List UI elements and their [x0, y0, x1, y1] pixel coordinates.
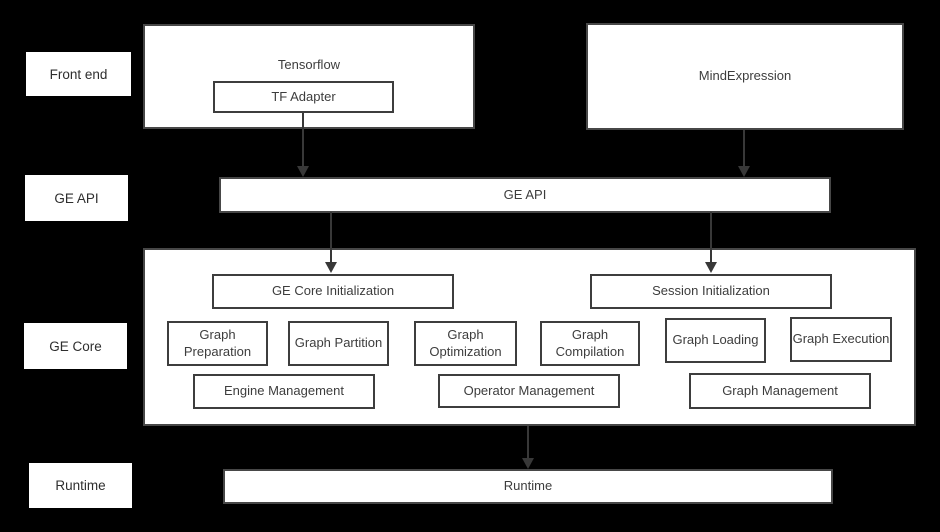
arrow-ge-api-to-session-initialization — [705, 212, 717, 273]
graph-execution-box: Graph Execution — [790, 317, 892, 362]
graph-compilation-box: Graph Compilation — [540, 321, 640, 366]
side-label-ge-core: GE Core — [24, 323, 127, 369]
side-label-runtime: Runtime — [29, 463, 132, 508]
graph-optimization-box: Graph Optimization — [414, 321, 517, 366]
graph-partition-box: Graph Partition — [288, 321, 389, 366]
arrow-ge-api-to-ge-core-initialization — [325, 212, 337, 273]
arrow-ge-core-to-runtime — [522, 426, 534, 469]
arrow-tf-adapter-to-ge-api — [297, 113, 309, 177]
graph-management-box: Graph Management — [689, 373, 871, 409]
mind-expression-box: MindExpression — [586, 23, 904, 130]
graph-preparation-box: Graph Preparation — [167, 321, 268, 366]
arrow-mind-expression-to-ge-api — [738, 130, 750, 177]
tensorflow-box: Tensorflow — [143, 24, 475, 129]
ge-core-initialization-box: GE Core Initialization — [212, 274, 454, 309]
ge-api-bar: GE API — [219, 177, 831, 213]
session-initialization-box: Session Initialization — [590, 274, 832, 309]
tf-adapter-box: TF Adapter — [213, 81, 394, 113]
engine-management-box: Engine Management — [193, 374, 375, 409]
side-label-front-end: Front end — [26, 52, 131, 96]
operator-management-box: Operator Management — [438, 374, 620, 408]
side-label-ge-api: GE API — [25, 175, 128, 221]
runtime-bar: Runtime — [223, 469, 833, 504]
graph-loading-box: Graph Loading — [665, 318, 766, 363]
